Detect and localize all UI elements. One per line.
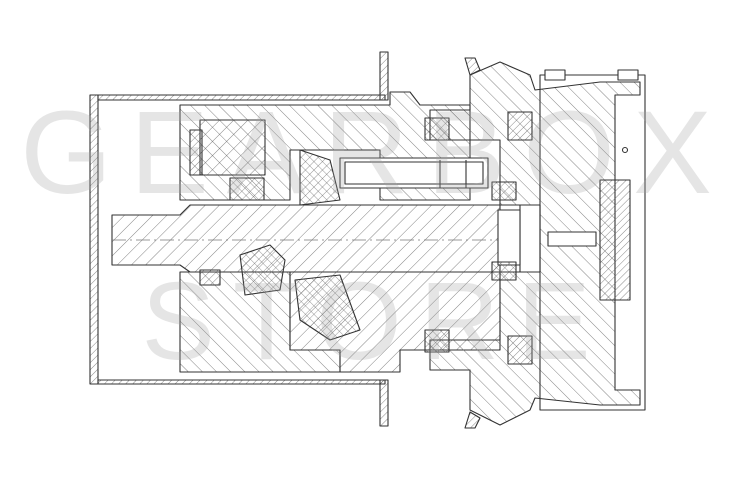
end-cover [539,69,646,411]
output-bearing [491,181,517,281]
housing-lugs [464,57,481,429]
spring-pack-lower [424,329,533,365]
spring-pack-upper [424,111,533,141]
main-shaft [111,204,501,273]
guard-housing [89,51,389,427]
planet-pin [299,149,489,206]
